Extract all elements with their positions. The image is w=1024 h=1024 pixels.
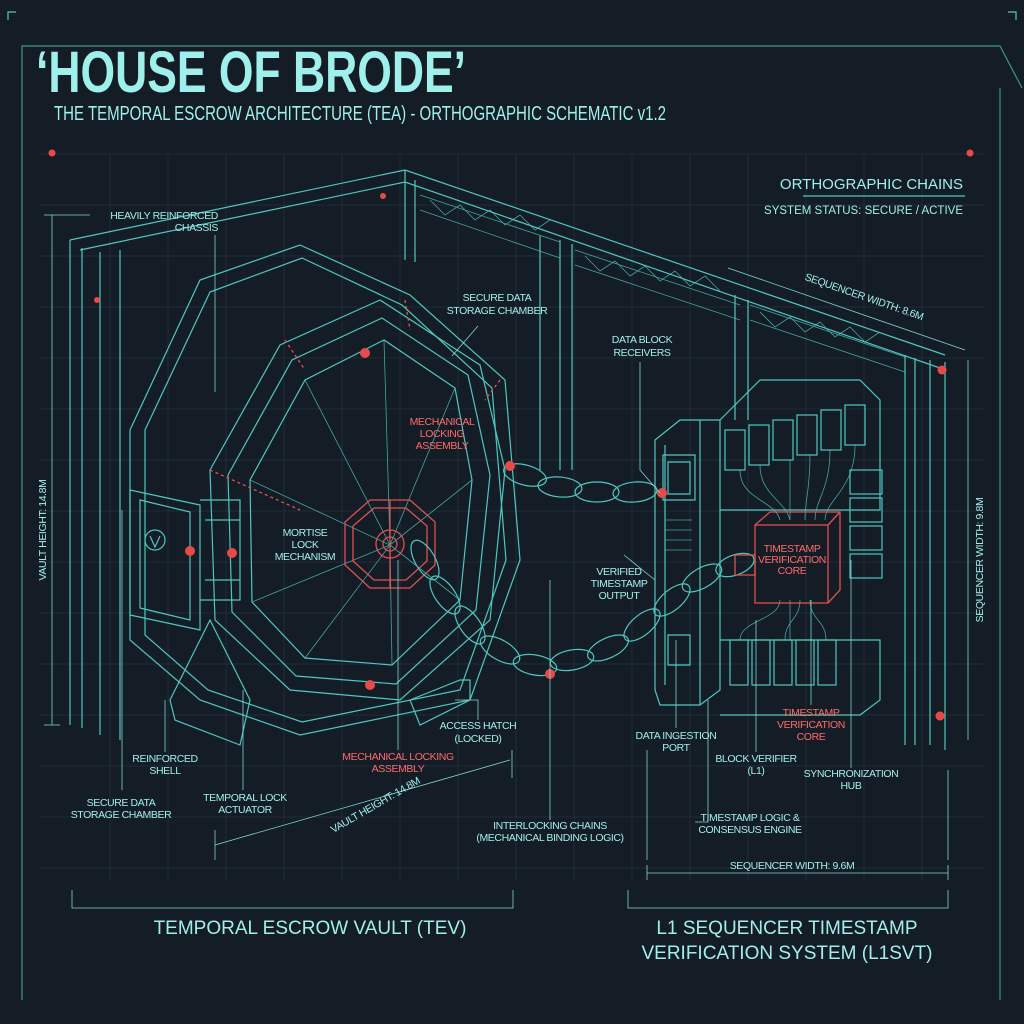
label-access-hatch: ACCESS HATCH(LOCKED) <box>440 720 517 745</box>
drawing-frame <box>7 11 1023 1000</box>
label-consensus-engine: TIMESTAMP LOGIC &CONSENSUS ENGINE <box>698 812 802 836</box>
background-grid <box>40 153 985 880</box>
marker-dot <box>48 149 56 157</box>
section-title-vault: TEMPORAL ESCROW VAULT (TEV) <box>154 918 467 939</box>
vault-structure <box>69 169 946 746</box>
marker-dot <box>966 149 974 157</box>
leader-lines <box>121 235 852 823</box>
timestamp-verification-core <box>734 511 841 604</box>
interlocking-chains <box>410 463 755 677</box>
label-block-verifier: BLOCK VERIFIER(L1) <box>715 753 797 777</box>
dimension-sequencer-width-bottom: SEQUENCER WIDTH: 9.6M <box>730 860 855 872</box>
status-heading: ORTHOGRAPHIC CHAINS <box>780 176 963 193</box>
system-status: SYSTEM STATUS: SECURE / ACTIVE <box>764 205 963 217</box>
page-title: ‘HOUSE OF BRODE’ <box>36 40 466 105</box>
dimension-vault-height-side: VAULT HEIGHT: 14.8M <box>37 480 49 581</box>
dimension-vault-height-diagonal: VAULT HEIGHT: 14.8M <box>329 775 422 836</box>
sequencer-structure <box>654 355 946 750</box>
page-subtitle: THE TEMPORAL ESCROW ARCHITECTURE (TEA) -… <box>54 103 666 125</box>
red-markers <box>94 193 947 721</box>
mechanical-lock-assembly <box>344 499 436 589</box>
label-interlocking-chains: INTERLOCKING CHAINS(MECHANICAL BINDING L… <box>476 820 623 844</box>
dimension-sequencer-width-side: SEQUENCER WIDTH: 9.8M <box>974 498 986 623</box>
dimension-lines <box>44 214 969 909</box>
